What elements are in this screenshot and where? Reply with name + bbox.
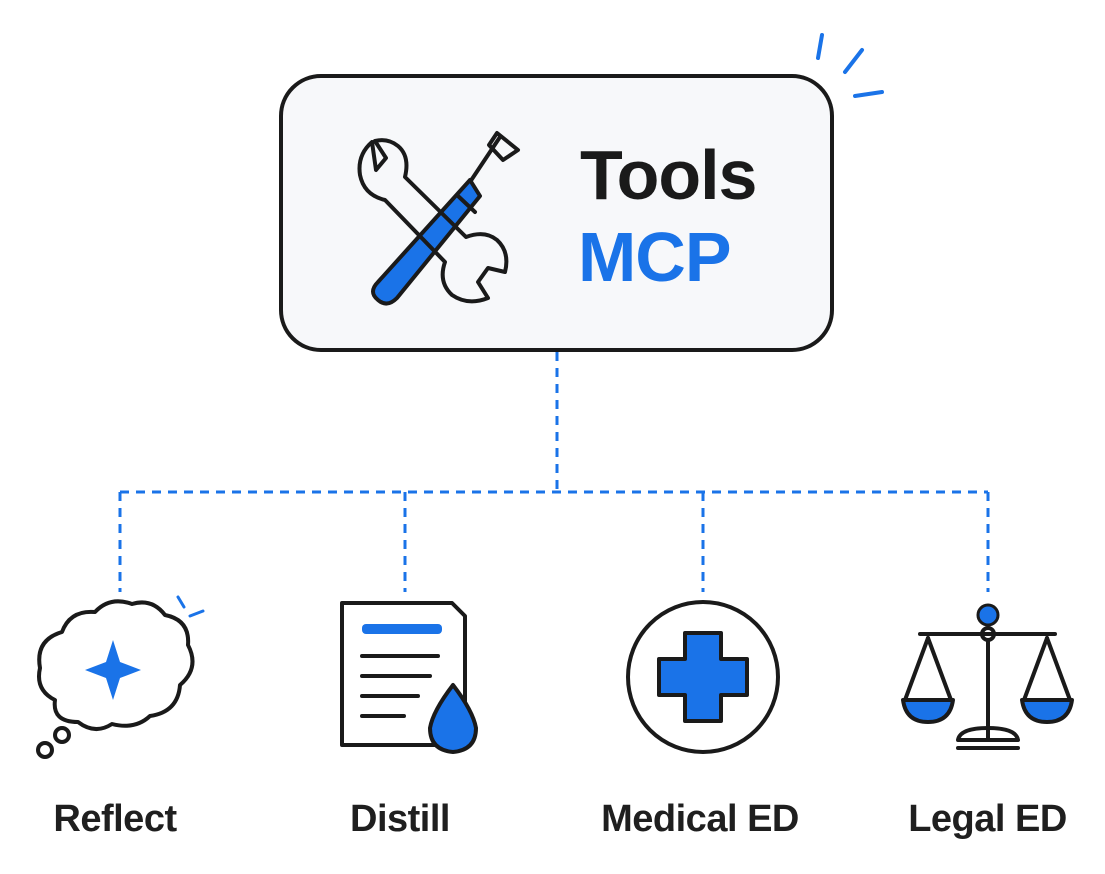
root-box <box>279 74 834 352</box>
connector-lines <box>118 352 990 592</box>
thought-cloud-sparkle-icon <box>36 595 205 759</box>
document-droplet-icon <box>340 601 478 754</box>
root-node <box>279 33 884 352</box>
root-title: Tools <box>580 136 757 214</box>
node-label-distill: Distill <box>350 798 450 840</box>
highlight-ticks-icon <box>816 33 884 98</box>
wrench-screwdriver-icon <box>357 131 520 306</box>
root-subtitle: MCP <box>578 218 732 296</box>
medical-cross-icon <box>626 600 780 754</box>
node-label-medical-ed: Medical ED <box>601 798 799 840</box>
scales-of-justice-icon <box>901 603 1074 750</box>
node-label-reflect: Reflect <box>53 798 177 840</box>
node-label-legal-ed: Legal ED <box>908 798 1067 840</box>
